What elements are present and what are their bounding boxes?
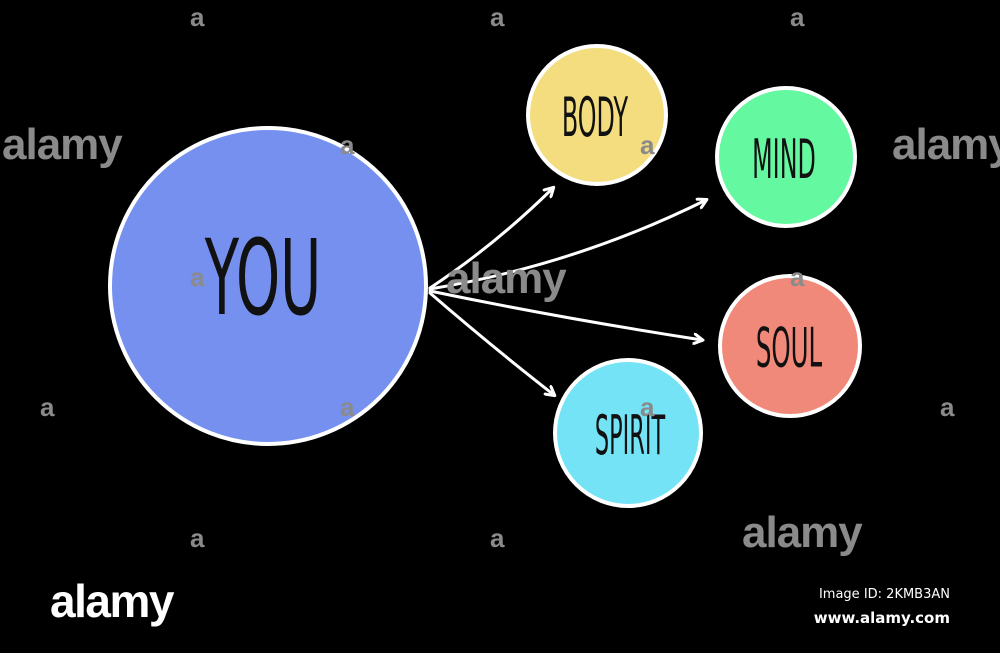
watermark-letter: a — [790, 262, 805, 292]
watermark-letter: a — [190, 2, 205, 32]
image-id-label: Image ID: 2KMB3AN — [818, 587, 950, 602]
node-mind: MIND — [715, 86, 857, 228]
site-url-link: www.alamy.com — [813, 609, 950, 627]
watermark-word: alamy — [2, 120, 123, 169]
watermark-word: alamy — [446, 254, 567, 303]
watermark-letter: a — [490, 523, 505, 553]
arrow-to-soul — [428, 289, 702, 340]
soul-circle — [718, 274, 862, 418]
body-label: BODY — [562, 85, 628, 148]
watermark-letter: a — [190, 523, 205, 553]
watermark-letter: a — [40, 392, 55, 422]
spirit-circle — [553, 358, 703, 508]
body-circle — [526, 44, 668, 186]
arrow-to-body — [428, 188, 553, 290]
watermark-letter: a — [490, 2, 505, 32]
node-spirit: SPIRIT — [553, 358, 703, 508]
center-node-you: YOU — [108, 126, 428, 446]
mind-label: MIND — [752, 127, 816, 190]
arrows — [428, 188, 706, 395]
watermark-word: alamy — [892, 120, 1000, 169]
you-label: YOU — [204, 217, 321, 339]
watermark-letter: a — [340, 392, 355, 422]
watermark-letter: a — [640, 130, 655, 160]
watermark-letter: a — [340, 130, 355, 160]
watermark-letter: a — [640, 392, 655, 422]
mind-circle — [715, 86, 857, 228]
arrow-to-spirit — [428, 291, 554, 395]
watermark-letter: a — [940, 392, 955, 422]
watermark-letter: a — [790, 2, 805, 32]
alamy-logo: alamy — [50, 575, 174, 627]
soul-label: SOUL — [756, 316, 823, 379]
you-circle — [108, 126, 428, 446]
watermark-word: alamy — [742, 508, 863, 557]
watermark-letter: a — [190, 262, 205, 292]
node-soul: SOUL — [718, 274, 862, 418]
arrow-to-mind — [428, 200, 706, 291]
node-body: BODY — [526, 44, 668, 186]
spirit-label: SPIRIT — [595, 403, 666, 467]
